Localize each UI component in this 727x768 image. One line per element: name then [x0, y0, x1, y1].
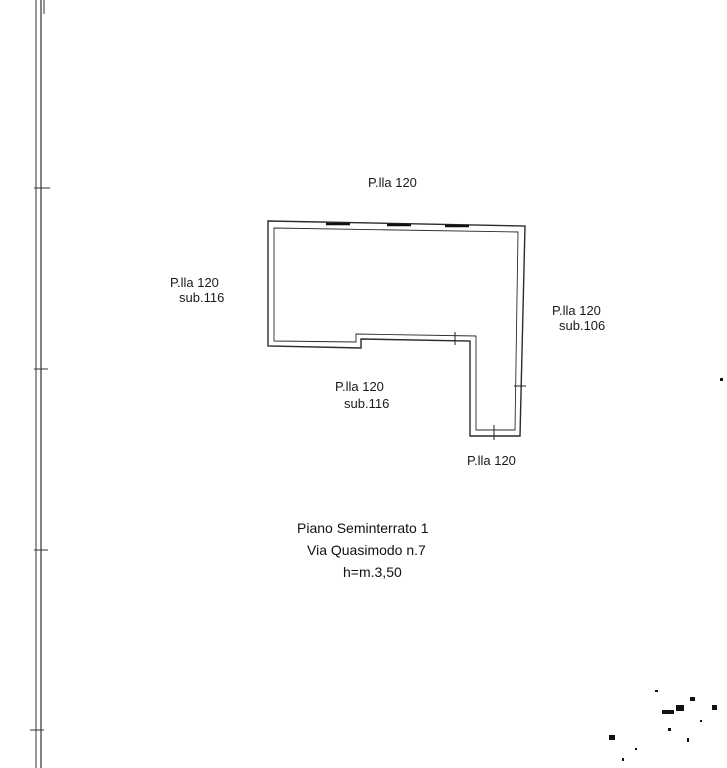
label-north-parcel: P.lla 120 [368, 175, 417, 190]
inner-wall [273, 227, 519, 431]
windows [326, 222, 469, 228]
label-inner-sub: sub.116 [344, 396, 390, 411]
label-south-parcel: P.lla 120 [467, 453, 516, 468]
sheet-border-left [30, 0, 50, 768]
outer-wall [267, 220, 526, 437]
wall-ticks [454, 332, 526, 440]
caption-floor: Piano Seminterrato 1 [297, 520, 429, 536]
caption-address: Via Quasimodo n.7 [307, 542, 426, 558]
label-inner-parcel: P.lla 120 [335, 379, 384, 394]
unit-outline [267, 220, 526, 437]
label-west-sub: sub.116 [179, 290, 225, 305]
label-east-sub: sub.106 [559, 318, 606, 333]
label-east-parcel: P.lla 120 [552, 303, 601, 318]
scan-noise [609, 378, 723, 761]
label-west-parcel: P.lla 120 [170, 275, 219, 290]
caption-height: h=m.3,50 [343, 564, 402, 580]
